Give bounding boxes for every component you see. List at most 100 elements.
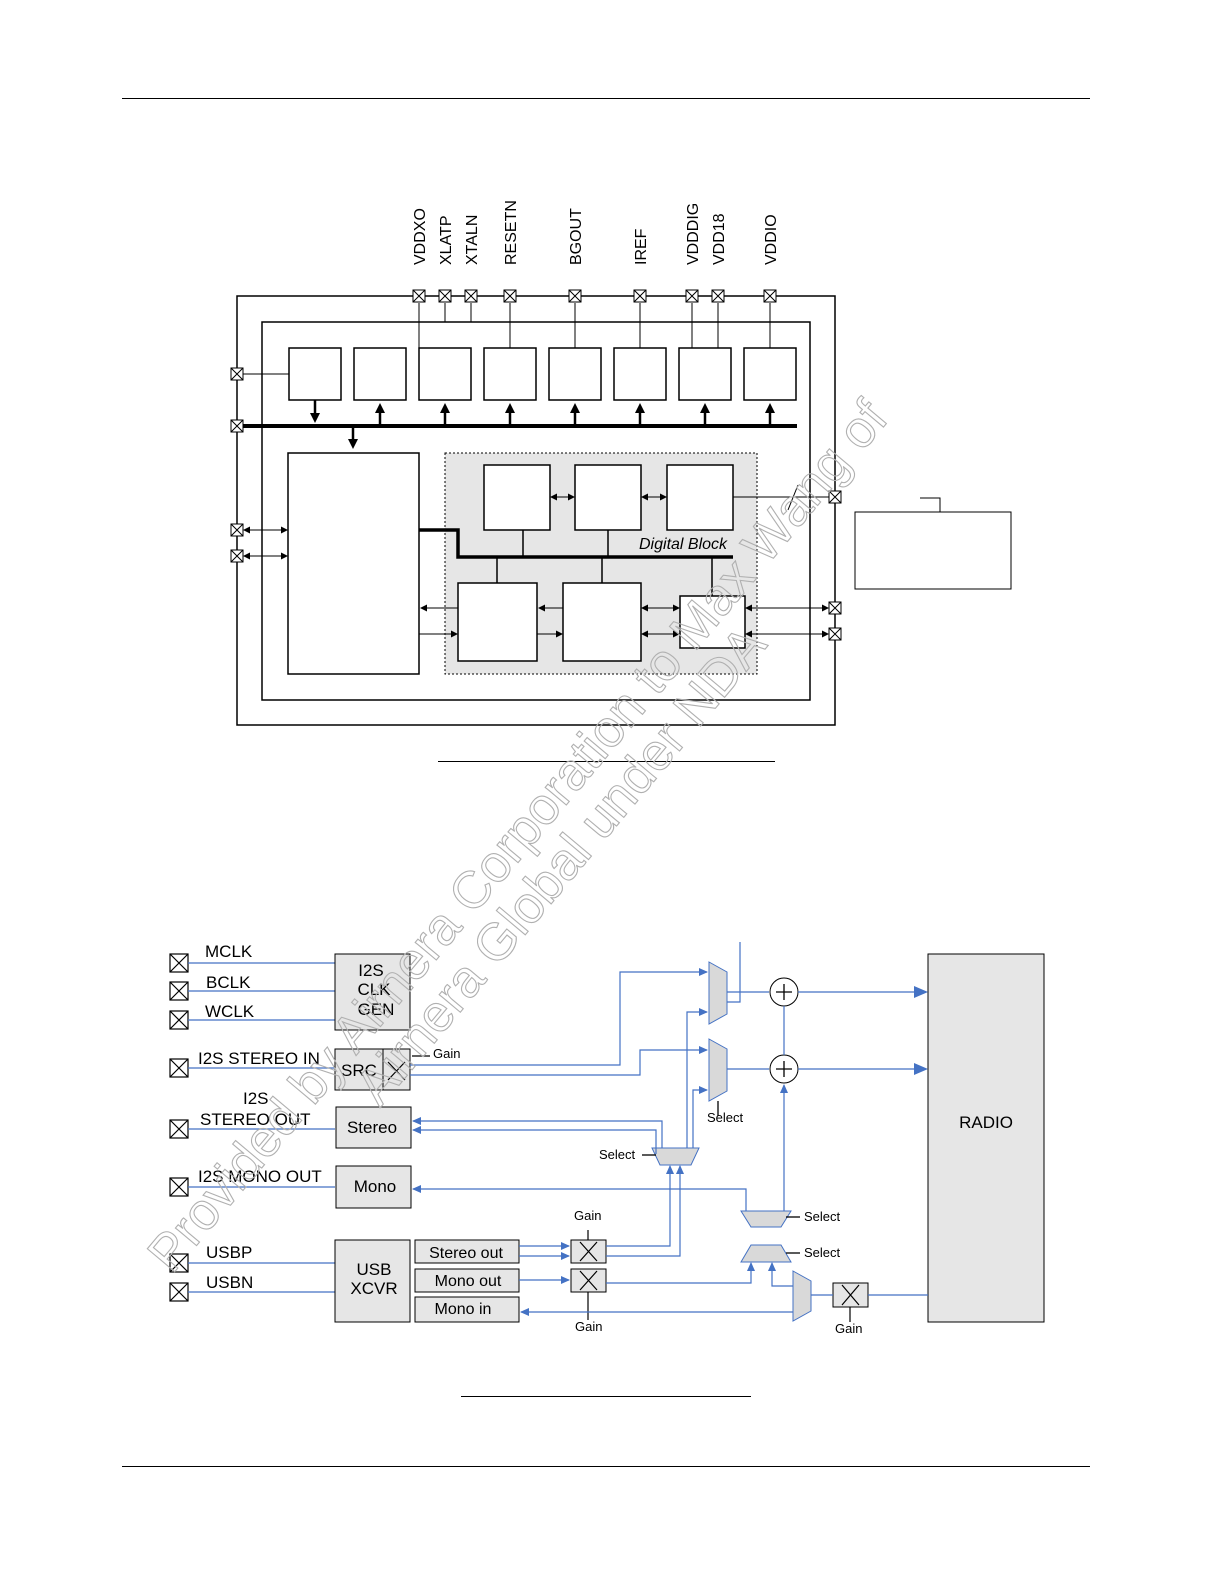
regulator-block: [678, 347, 732, 401]
pad-icon: [464, 289, 478, 303]
pad-icon: [169, 953, 189, 973]
pad-icon: [685, 289, 699, 303]
pad-icon: [230, 419, 244, 433]
src-block: [334, 1048, 384, 1091]
pin-label-i2s-mono-out: I2S MONO OUT: [198, 1167, 322, 1186]
pin-label-bclk: BCLK: [206, 973, 251, 992]
pin-label-bgout: BGOUT: [568, 208, 585, 265]
io-supply-block: [743, 347, 797, 401]
pin-label-mclk: MCLK: [205, 942, 253, 961]
gain-x-icon: [387, 1061, 406, 1081]
pad-icon: [503, 289, 517, 303]
pin-label-vddxo: VDDXO: [412, 208, 429, 265]
top-pin-labels: VDDXO XLATP XTALN RESETN BGOUT IREF VDDD…: [412, 200, 780, 265]
digital-block-label: Digital Block: [639, 536, 728, 553]
usb-label-1: USB: [357, 1260, 392, 1279]
gain-label-usb-top: Gain: [574, 1208, 601, 1223]
stereo-label: Stereo: [347, 1118, 397, 1137]
mono-out-label: Mono out: [435, 1273, 502, 1290]
gain-label-usb-bottom: Gain: [575, 1319, 602, 1334]
multiply-icon: [579, 1241, 598, 1262]
stereo-block: [335, 1106, 412, 1149]
stereo-select-mux: [651, 1147, 700, 1166]
pin-label-usbp: USBP: [206, 1243, 252, 1262]
pad-icon: [230, 523, 244, 537]
radio-block: [927, 953, 1045, 1323]
pin-label-i2s-stereo-out-2: STEREO OUT: [200, 1110, 311, 1129]
pad-icon: [230, 367, 244, 381]
src-label: SRC: [341, 1061, 377, 1080]
pin-label-resetn: RESETN: [503, 200, 520, 265]
clkgen-label-3: GEN: [358, 1000, 395, 1019]
stereo-out-label: Stereo out: [429, 1245, 503, 1262]
chip-block-diagram: VDDXO XLATP XTALN RESETN BGOUT IREF VDDD…: [230, 200, 1012, 726]
pin-label-xtaln: XTALN: [464, 215, 481, 265]
pad-icon: [828, 627, 842, 641]
audio-routing-diagram: MCLK BCLK WCLK I2S STEREO IN I2S STEREO …: [169, 942, 1045, 1336]
iref-block: [613, 347, 667, 401]
digital-sub-block-4: [457, 582, 538, 662]
radio-analog-block: [287, 452, 420, 675]
bandgap-block: [548, 347, 602, 401]
pin-label-iref: IREF: [633, 228, 650, 265]
plus-icon: [776, 984, 792, 1000]
select-label-stereo: Select: [599, 1147, 636, 1162]
pin-label-i2s-stereo-in: I2S STEREO IN: [198, 1049, 320, 1068]
header-rule: [122, 98, 1090, 99]
pad-icon: [169, 1282, 189, 1302]
core-outline: [261, 321, 811, 701]
mono-in-block: [414, 1296, 520, 1323]
pad-icon: [169, 1253, 189, 1273]
chip-outline: [236, 295, 836, 726]
pad-icon: [412, 289, 426, 303]
pad-icon: [169, 981, 189, 1001]
pin-label-xlatp: XLATP: [438, 216, 455, 266]
pad-icon: [438, 289, 452, 303]
radio-label: RADIO: [959, 1113, 1013, 1132]
digital-sub-block-2: [574, 464, 642, 531]
pin-label-vdddig: VDDDIG: [685, 203, 702, 265]
external-device-box: [854, 511, 1012, 590]
i2s-clk-gen-block: [334, 953, 411, 1031]
mono-in-label: Mono in: [435, 1301, 492, 1318]
analog-block-2: [353, 347, 407, 401]
pad-icon: [763, 289, 777, 303]
pad-icon: [230, 549, 244, 563]
mono-select-mux-2: [740, 1244, 792, 1263]
plus-icon: [776, 1061, 792, 1077]
multiply-icon: [579, 1270, 598, 1291]
src-gain-block: [382, 1048, 411, 1091]
gain-label-radio: Gain: [835, 1321, 862, 1336]
pad-icon: [633, 289, 647, 303]
stereo-out-block: [414, 1239, 520, 1264]
clkgen-label-2: CLK: [357, 980, 391, 999]
select-label-mono-1: Select: [804, 1209, 841, 1224]
digital-sub-block-1: [483, 464, 551, 531]
pad-icon: [568, 289, 582, 303]
pad-icon: [828, 490, 842, 504]
mono-block: [335, 1165, 412, 1209]
pin-label-wclk: WCLK: [205, 1002, 255, 1021]
mono-select-mux-1: [740, 1210, 792, 1228]
pad-icon: [169, 1010, 189, 1030]
figure2-caption-line: [461, 1396, 751, 1397]
upper-mux-1: [708, 961, 728, 1025]
figure1-caption-line: [438, 761, 775, 762]
pad-icon: [169, 1058, 189, 1078]
reset-block: [483, 347, 537, 401]
xo-block: [288, 347, 342, 401]
pad-icon: [169, 1177, 189, 1197]
pin-label-vdd18: VDD18: [711, 213, 728, 265]
pad-icon: [828, 601, 842, 615]
pin-label-i2s-stereo-out-1: I2S: [243, 1089, 269, 1108]
select-label-mono-2: Select: [804, 1245, 841, 1260]
pin-label-vddio: VDDIO: [763, 214, 780, 265]
multiply-icon: [841, 1284, 860, 1306]
select-label-upper: Select: [707, 1110, 744, 1125]
pin-pads: [230, 289, 842, 641]
digital-sub-block-5: [562, 582, 642, 662]
audio-pins: [169, 953, 189, 1302]
digital-sub-block-3: [666, 464, 734, 531]
pad-icon: [711, 289, 725, 303]
radio-input-mux: [792, 1270, 812, 1322]
